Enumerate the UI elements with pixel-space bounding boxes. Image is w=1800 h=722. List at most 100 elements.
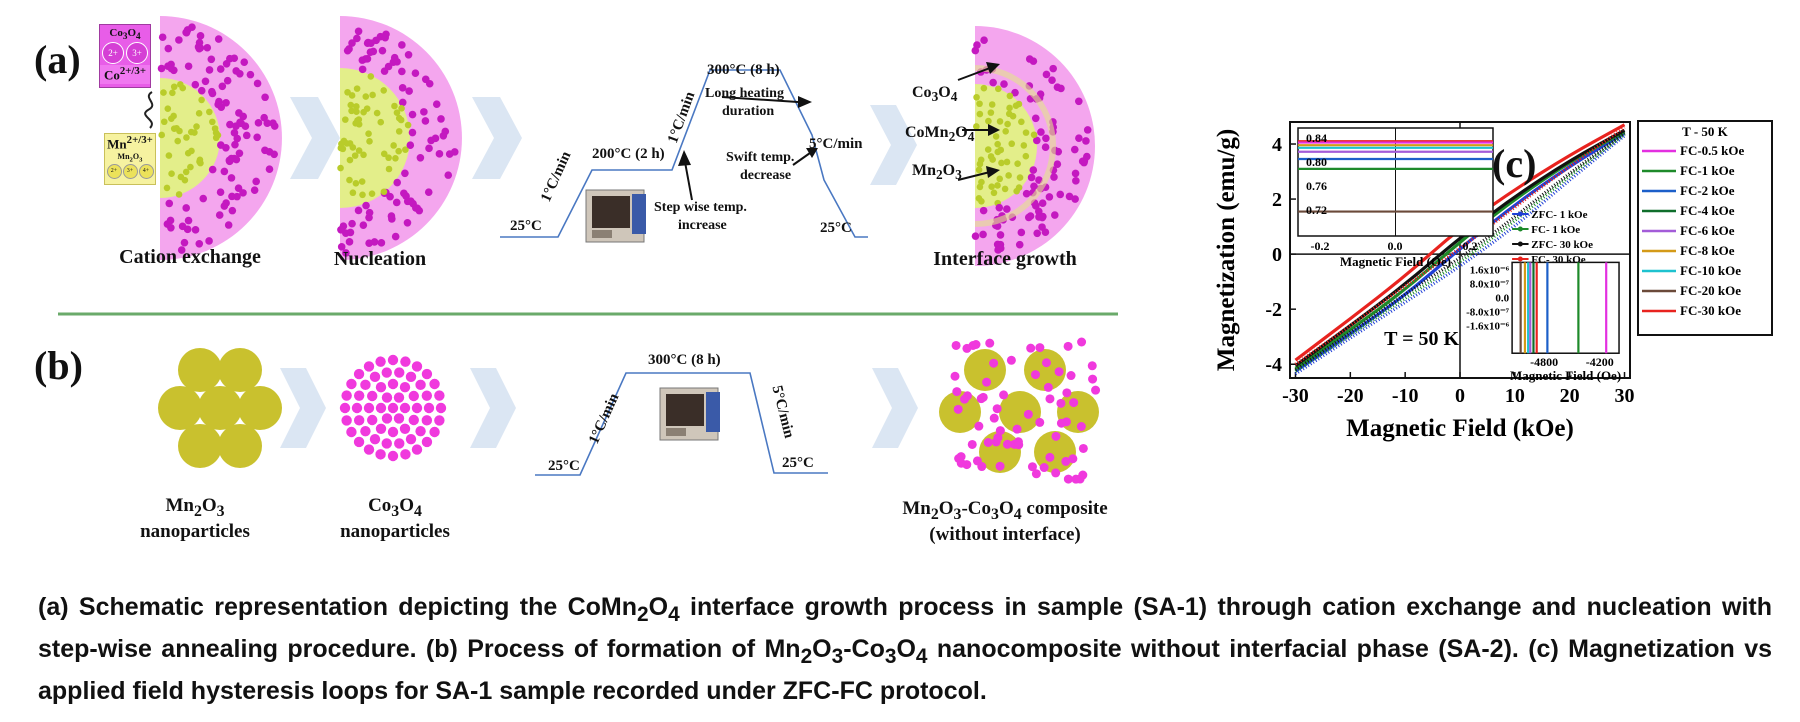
x-tick-label: -10	[1392, 385, 1419, 407]
x-tick-label: 0	[1455, 385, 1465, 407]
phase-co3o4-label: Co3O4	[912, 84, 958, 105]
co3o4-formula: Co3O4	[109, 27, 141, 42]
inset-bottom-x-label: Magnetic Field (Oe)	[1510, 368, 1621, 383]
nucleation-label: Nucleation	[333, 248, 427, 270]
profile-b-step: 300°C (8 h)	[648, 352, 721, 368]
chevron-arrow-icon	[870, 105, 917, 185]
arrow-icon	[678, 150, 691, 166]
series-line-upper	[1294, 128, 1626, 367]
panel-b-schematic	[158, 337, 1101, 484]
x-axis-label: Magnetic Field (kOe)	[1346, 415, 1574, 442]
inset-bottom-x-tick: -4800	[1530, 355, 1558, 369]
mn4-ion-icon: 4+	[138, 163, 154, 179]
chevron-arrow-icon	[472, 97, 522, 179]
outer-legend-label: FC-30 kOe	[1680, 303, 1741, 318]
outer-legend-label: FC-1 kOe	[1680, 163, 1735, 178]
composite-label: Mn2O3-Co3O4 composite(without interface)	[902, 498, 1108, 545]
arrow-icon	[806, 148, 818, 158]
y-tick-label: -4	[1265, 354, 1282, 376]
mn-legend-box: Mn2+/3+ Mn2O3 2+ 3+ 4+	[104, 133, 156, 185]
arrow-icon	[986, 166, 1000, 178]
mn3-ion-icon: 3+	[122, 163, 138, 179]
arrow-icon	[986, 62, 1000, 74]
profile-a-end-temp: 25°C	[820, 220, 852, 236]
x-tick-label: 10	[1505, 385, 1525, 407]
panel-c-letter: (c)	[1492, 141, 1537, 186]
y-tick-label: 0	[1272, 244, 1282, 266]
composite-drawing	[939, 337, 1101, 484]
furnace-icon	[585, 189, 646, 243]
chevron-arrow-icon	[470, 368, 516, 448]
mn2o3-nanoparticles-drawing	[158, 348, 282, 468]
y-tick-label: 2	[1272, 189, 1282, 211]
inner-legend-label: FC- 1 kOe	[1531, 224, 1580, 236]
inner-legend-marker	[1517, 241, 1523, 247]
panel-a-schematic	[58, 16, 1118, 316]
outer-legend-label: FC-2 kOe	[1680, 183, 1735, 198]
x-tick-label: -30	[1282, 385, 1309, 407]
profile-b-start-temp: 25°C	[548, 458, 580, 474]
inset-top-y-tick: 0.72	[1306, 203, 1327, 217]
inset-bottom-y-tick: 8.0x10⁻⁷	[1470, 278, 1510, 290]
outer-legend-label: FC-0.5 kOe	[1680, 143, 1745, 158]
heating-profile-line	[535, 372, 828, 476]
interface-growth-label: Interface growth	[933, 248, 1077, 270]
inset-top-y-tick: 0.80	[1306, 155, 1327, 169]
mn2-ion-icon: 2+	[106, 163, 122, 179]
interface-growth-particle	[971, 26, 1095, 266]
series-line-lower	[1294, 131, 1626, 372]
co-ion-label: Co2+/3+	[100, 65, 150, 84]
inner-legend-label: ZFC- 1 kOe	[1531, 209, 1587, 221]
profile-a-duration: duration	[722, 104, 775, 119]
temperature-annotation: T = 50 K	[1384, 328, 1459, 350]
inset-top-y-tick: 0.84	[1306, 131, 1327, 145]
chevron-arrow-icon	[290, 97, 340, 179]
inner-legend-marker	[1517, 256, 1523, 262]
cation-exchange-label: Cation exchange	[119, 246, 261, 268]
cation-exchange-particle	[157, 16, 282, 260]
phase-mn2o3-label: Mn2O3	[912, 162, 962, 183]
co3o4-nanoparticles-drawing	[339, 354, 447, 462]
arrow-icon	[798, 96, 812, 108]
x-tick-label: 30	[1615, 385, 1635, 407]
panel-b-letter: (b)	[34, 343, 83, 388]
profile-a-long-heating: Long heating	[705, 86, 784, 101]
inner-legend-marker	[1517, 211, 1523, 217]
inset-top-x-label: Magnetic Field (Oe)	[1340, 254, 1451, 269]
heating-profile-line	[500, 69, 868, 238]
profile-a-cool-rate: 5°C/min	[809, 136, 863, 152]
series-line-upper	[1294, 131, 1626, 373]
chevron-arrow-icon	[280, 368, 326, 448]
panel-a-letter: (a)	[34, 37, 81, 82]
profile-b-end-temp: 25°C	[782, 455, 814, 471]
inner-legend-label: ZFC- 30 kOe	[1531, 239, 1593, 251]
profile-a-increase: increase	[678, 218, 727, 233]
x-tick-label: 20	[1560, 385, 1580, 407]
profile-a-stepwise: Step wise temp.	[654, 200, 747, 215]
series-line-lower	[1294, 126, 1626, 366]
mn-ion-label: Mn2+/3+	[107, 134, 153, 152]
outer-legend-label: FC-20 kOe	[1680, 283, 1741, 298]
profile-a-step2: 300°C (8 h)	[707, 62, 780, 78]
outer-legend-label: FC-4 kOe	[1680, 203, 1735, 218]
profile-a-swift: Swift temp.	[726, 150, 795, 165]
outer-legend-frame	[1637, 120, 1773, 336]
inner-legend-marker	[1517, 226, 1523, 232]
furnace-icon	[659, 387, 720, 441]
y-tick-label: -2	[1265, 299, 1282, 321]
inset-bottom-x-tick: -4200	[1586, 355, 1614, 369]
inset-top-x-tick: 0.2	[1463, 239, 1478, 253]
outer-legend-label: FC-8 kOe	[1680, 243, 1735, 258]
profile-a-step1: 200°C (2 h)	[592, 146, 665, 162]
outer-legend-label: FC-6 kOe	[1680, 223, 1735, 238]
figure-caption: (a) Schematic representation depicting t…	[38, 593, 1772, 705]
inset-top-x-tick: -0.2	[1311, 239, 1330, 253]
x-tick-label: -20	[1337, 385, 1364, 407]
nucleation-particle	[337, 16, 462, 260]
inset-top-y-tick: 0.76	[1306, 179, 1327, 193]
mn2o3-formula: Mn2O3	[117, 152, 143, 164]
inset-bottom-y-tick: -8.0x10⁻⁷	[1466, 306, 1510, 318]
